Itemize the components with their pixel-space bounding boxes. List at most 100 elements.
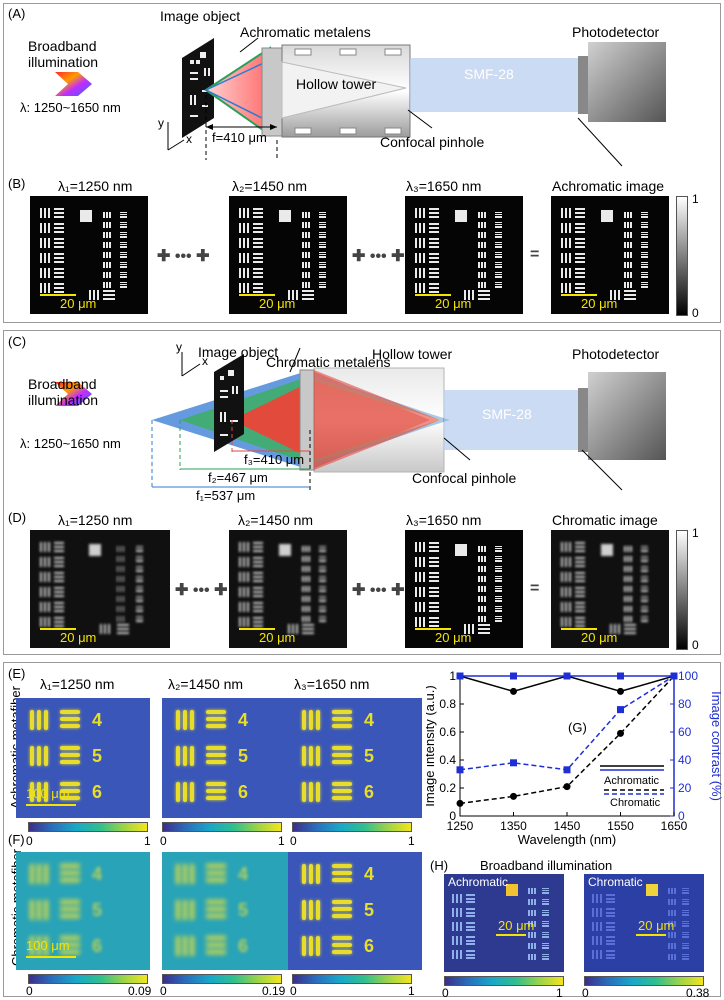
target-bar xyxy=(423,602,425,612)
target-bar xyxy=(640,560,648,562)
target-bar xyxy=(542,921,549,923)
target-bar xyxy=(239,602,241,612)
data-point xyxy=(456,672,464,680)
target-bar xyxy=(682,936,689,938)
target-bar xyxy=(627,616,629,622)
scale-bar xyxy=(415,628,451,630)
target-bar xyxy=(296,290,298,301)
target-bar xyxy=(253,261,263,263)
target-bar xyxy=(452,908,454,917)
target-bar xyxy=(460,922,462,931)
target-bar xyxy=(318,274,326,276)
y2-tick-label: 20 xyxy=(678,781,692,795)
y2-tick-label: 80 xyxy=(678,697,692,711)
target-bar xyxy=(318,608,326,610)
target-bar xyxy=(606,894,615,896)
target-bar xyxy=(253,283,263,285)
target-digit: 4 xyxy=(238,864,249,884)
target-bar xyxy=(316,900,320,920)
target-bar xyxy=(640,272,648,274)
target-bar xyxy=(54,602,64,604)
target-bar xyxy=(119,242,127,244)
target-bar xyxy=(136,590,144,592)
b-cbar-min: 0 xyxy=(692,306,699,320)
target-bar xyxy=(305,606,307,612)
target-bar xyxy=(116,624,129,627)
target-bar xyxy=(561,208,563,218)
target-bar xyxy=(419,602,421,612)
target-bar xyxy=(305,232,307,238)
target-bar xyxy=(239,572,241,582)
target-bar xyxy=(288,290,290,301)
target-bar xyxy=(627,586,629,592)
legend-label-chromatic: Chromatic xyxy=(610,797,661,809)
target-bar xyxy=(332,782,352,786)
target-bar xyxy=(674,910,676,916)
target-bar xyxy=(429,231,439,233)
target-bar xyxy=(429,572,439,574)
target-bar xyxy=(243,253,245,263)
target-bar xyxy=(494,610,502,612)
target-bar xyxy=(627,242,629,248)
target-bar xyxy=(565,268,567,278)
target-bar xyxy=(415,617,417,627)
target-bar xyxy=(494,272,502,274)
target-bar xyxy=(542,956,549,958)
target-bar xyxy=(429,238,439,240)
target-bar xyxy=(106,272,108,278)
target-bar xyxy=(305,566,307,572)
target-bar xyxy=(534,921,536,927)
target-bar xyxy=(136,586,144,588)
panel-label-c: (C) xyxy=(8,334,27,349)
target-bar xyxy=(592,936,594,945)
target-bar xyxy=(54,572,64,574)
target-bar xyxy=(119,274,127,276)
target-bar xyxy=(136,596,144,598)
f-colorbar-2 xyxy=(162,974,282,984)
target-bar xyxy=(415,223,417,233)
target-bar xyxy=(596,894,598,903)
target-bar xyxy=(119,214,127,216)
target-bar xyxy=(415,587,417,597)
scale-bar-label: 20 μm xyxy=(498,918,535,933)
target-bar xyxy=(494,576,502,578)
target-bar xyxy=(89,290,91,301)
target-bar xyxy=(176,710,180,730)
target-bar xyxy=(494,616,502,618)
target-bar xyxy=(528,954,530,960)
illum-c-1: Broadband xyxy=(28,376,97,392)
target-bar xyxy=(206,871,226,875)
target-bar xyxy=(528,910,530,916)
target-bar xyxy=(253,587,263,589)
target-bar xyxy=(640,232,648,234)
target-bar xyxy=(415,238,417,248)
target-bar xyxy=(640,558,648,560)
target-bar xyxy=(481,242,483,248)
target-bar xyxy=(54,283,64,285)
schematic-a xyxy=(55,37,666,167)
target-bar xyxy=(671,899,673,905)
target-bar xyxy=(596,922,598,931)
target-bar xyxy=(253,621,263,623)
target-bar xyxy=(60,878,80,882)
target-bar xyxy=(253,231,263,233)
target-bar xyxy=(122,576,125,582)
target-bar xyxy=(40,253,42,263)
smf-label-c: SMF-28 xyxy=(482,406,532,422)
target-bar xyxy=(302,262,304,268)
metalens-a xyxy=(261,47,283,137)
target-bar xyxy=(309,782,313,802)
target-bar xyxy=(206,782,226,786)
target-bar xyxy=(60,907,80,911)
target-bar xyxy=(668,954,670,960)
target-bar xyxy=(308,546,310,552)
target-bar xyxy=(606,897,615,900)
target-bar xyxy=(183,710,187,730)
target-bar xyxy=(640,580,648,582)
target-bar xyxy=(119,252,127,254)
target-bar xyxy=(318,558,326,560)
target-bar xyxy=(302,628,315,631)
target-bar xyxy=(429,610,439,612)
lambda-a: λ: 1250~1650 nm xyxy=(20,100,121,115)
